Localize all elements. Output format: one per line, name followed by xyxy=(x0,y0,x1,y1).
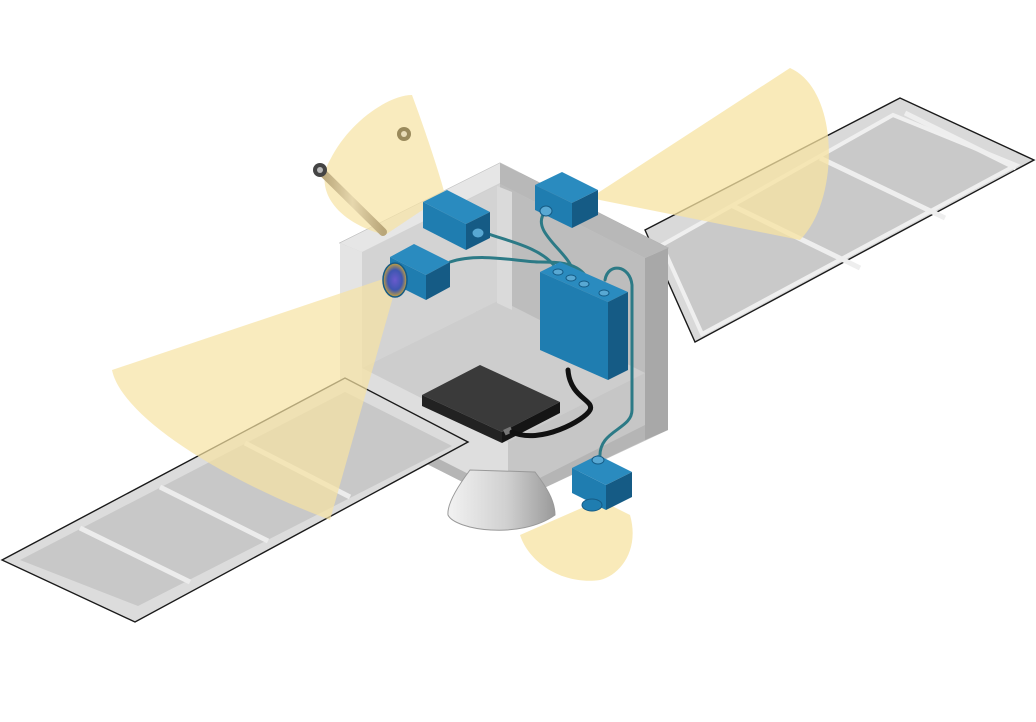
fov-camera-bottom xyxy=(520,500,633,581)
antenna-left xyxy=(313,163,387,236)
antenna-right xyxy=(397,127,411,224)
control-unit xyxy=(540,262,628,380)
camera-1 xyxy=(423,190,490,250)
camera-4 xyxy=(572,455,632,512)
camera-3 xyxy=(382,244,450,300)
fov-camera-top-right xyxy=(590,68,829,240)
camera-2 xyxy=(535,172,598,228)
fov-camera-left xyxy=(112,275,395,520)
thruster-nozzle xyxy=(447,469,556,531)
